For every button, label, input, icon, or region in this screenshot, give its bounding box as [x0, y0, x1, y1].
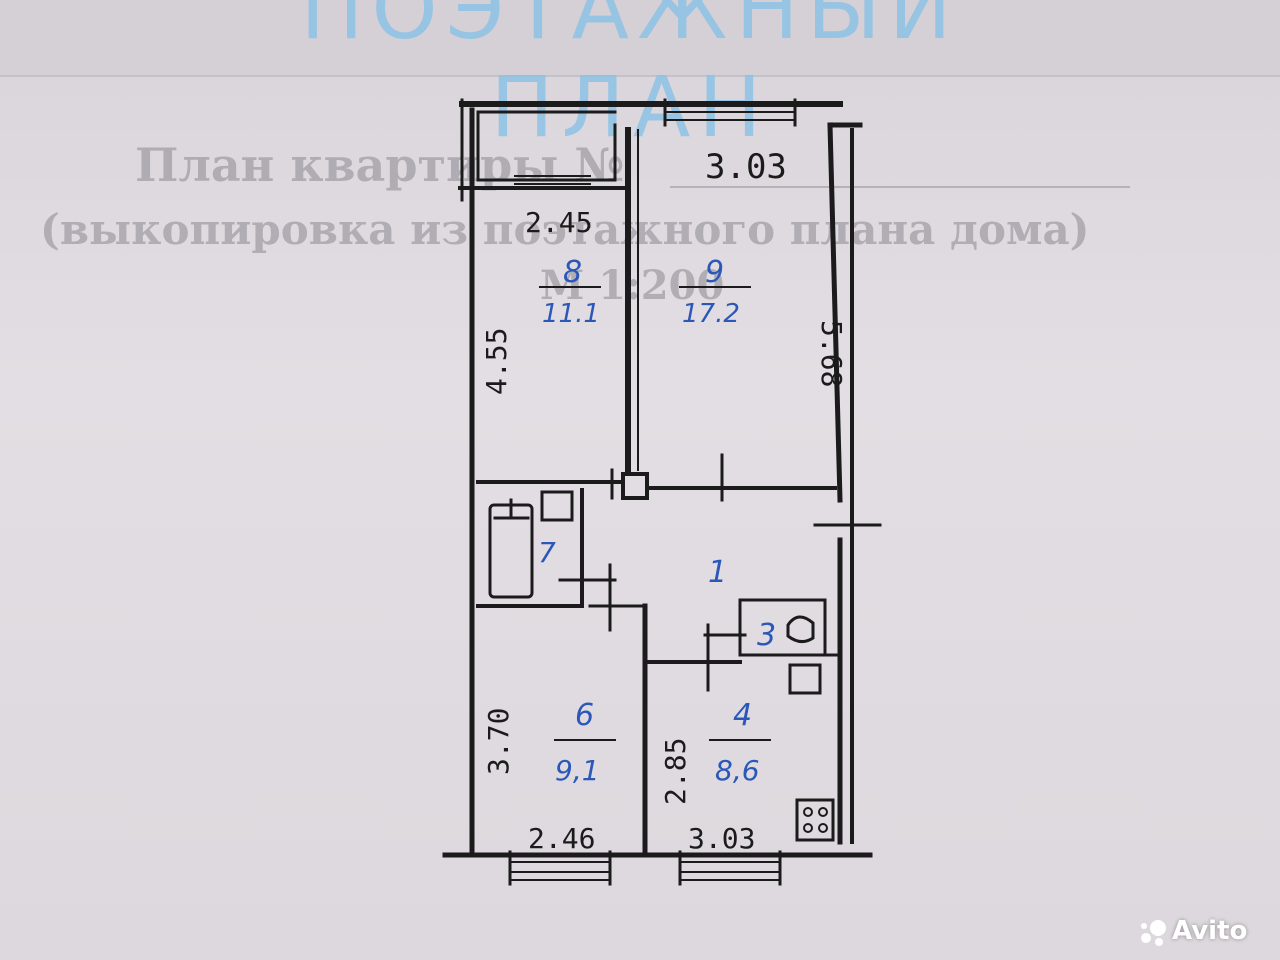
- dim-top-left: 2.45: [525, 206, 592, 239]
- right-wall: [827, 122, 843, 503]
- room-1-number: 1: [708, 555, 727, 590]
- column: [621, 472, 649, 500]
- room-8-number: 8: [563, 255, 582, 290]
- dim-left-lower: 3.70: [482, 708, 515, 775]
- door-tick-1: [610, 453, 724, 502]
- dim-right-side: 5.68: [815, 320, 848, 387]
- sink: [540, 490, 574, 522]
- dim-left-upper: 4.55: [480, 328, 513, 395]
- room-4-number: 4: [733, 698, 752, 733]
- dim-middle-lower: 2.85: [659, 738, 692, 805]
- avito-watermark: Avito: [1141, 916, 1248, 946]
- toilet-box: [788, 663, 822, 695]
- door-tick-3: [558, 563, 617, 632]
- title-underline: [670, 186, 1130, 188]
- stove: [795, 798, 835, 842]
- room-7-number: 7: [538, 536, 556, 569]
- room-9-area: 17.2: [682, 299, 740, 329]
- room-6-area: 9,1: [555, 754, 600, 787]
- dim-top-right: 3.03: [705, 147, 787, 187]
- balcony-window: [514, 175, 591, 185]
- avito-text: Avito: [1172, 916, 1248, 946]
- bath-faucet: [493, 498, 530, 520]
- scale-label: М 1:200: [540, 262, 725, 309]
- bottom-window-left-jambs: [508, 850, 612, 886]
- toilet: [786, 615, 815, 643]
- bottom-window-right: [679, 861, 781, 881]
- title-line-2: (выкопировка из поэтажного плана дома): [40, 205, 1090, 254]
- room-6-number: 6: [575, 698, 594, 733]
- bottom-window-left: [509, 861, 611, 881]
- paper-edge: [0, 0, 1280, 77]
- room-9-number: 9: [705, 255, 724, 290]
- room-3-number: 3: [757, 618, 776, 653]
- door-tick-4: [703, 623, 747, 692]
- room-4-area: 8,6: [715, 754, 760, 787]
- bottom-window-right-jambs: [678, 850, 782, 886]
- room-8-area: 11.1: [542, 299, 600, 329]
- top-window-jambs: [663, 98, 797, 127]
- dim-bottom-right: 3.03: [688, 822, 755, 855]
- top-window: [664, 111, 796, 121]
- dim-bottom-left: 2.46: [528, 822, 595, 855]
- balcony-wall: [476, 110, 617, 182]
- avito-logo-icon: [1141, 920, 1166, 946]
